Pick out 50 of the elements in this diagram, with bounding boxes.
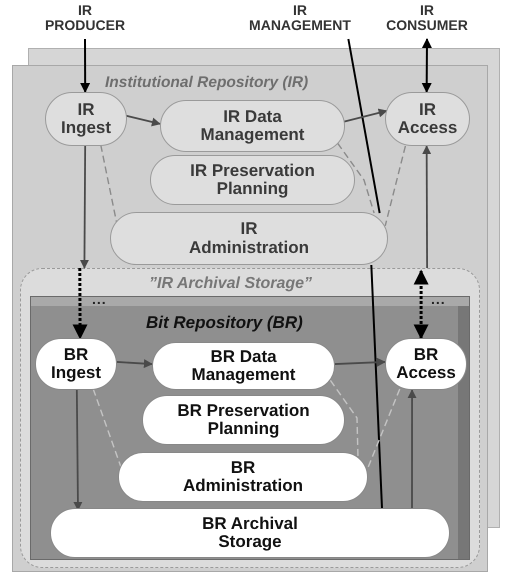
arrow [116,359,153,368]
node-label: BR Preservation Planning [176,402,311,438]
ellipsis-mark: ... [92,291,107,307]
node-label: IR Preservation Planning [189,162,316,198]
node-label: IR Ingest [60,100,112,138]
node-label: BR Access [395,346,457,382]
function-box [150,155,355,205]
connector-line [370,264,383,508]
node-label: BR Archival Storage [201,514,299,552]
arrow [422,38,432,93]
arrow [342,108,388,123]
function-box [160,100,345,152]
function-box [45,92,127,146]
dashed-connector [414,270,429,340]
connector-line [347,38,381,214]
arrow [80,146,89,269]
function-box [50,508,450,558]
dashed-connector [100,144,118,224]
node-label: IR Data Management [200,108,306,144]
function-box [385,92,470,146]
function-box [152,342,335,390]
panel-heading: ”IR Archival Storage” [149,275,312,293]
dashed-connector [384,146,406,226]
dashed-connector [72,268,88,340]
actor-label: IR CONSUMER [385,3,469,32]
storage-band [20,268,480,568]
function-box [385,338,467,390]
dashed-connector [330,380,359,458]
node-label: BR Administration [182,458,304,496]
function-box [118,452,368,502]
dashed-connector [337,142,375,214]
arrow [422,145,432,268]
arrow [334,358,386,367]
actor-label: IR PRODUCER [44,3,126,32]
panel-heading: Bit Repository (BR) [146,313,303,333]
node-label: BR Data Management [190,348,296,384]
arrow [80,39,90,93]
node-label: IR Administration [188,220,310,257]
actor-label: IR MANAGEMENT [248,3,352,32]
repository-panel [12,65,488,572]
arrow [73,390,82,511]
arrow [408,389,417,508]
function-box [142,395,345,445]
function-box [110,212,388,265]
ellipsis-mark: ... [431,291,446,307]
node-label: BR Ingest [50,346,102,382]
node-label: IR Access [396,100,458,138]
repository-block [30,296,470,560]
panel-heading: Institutional Repository (IR) [105,74,308,92]
arrow [126,114,161,126]
